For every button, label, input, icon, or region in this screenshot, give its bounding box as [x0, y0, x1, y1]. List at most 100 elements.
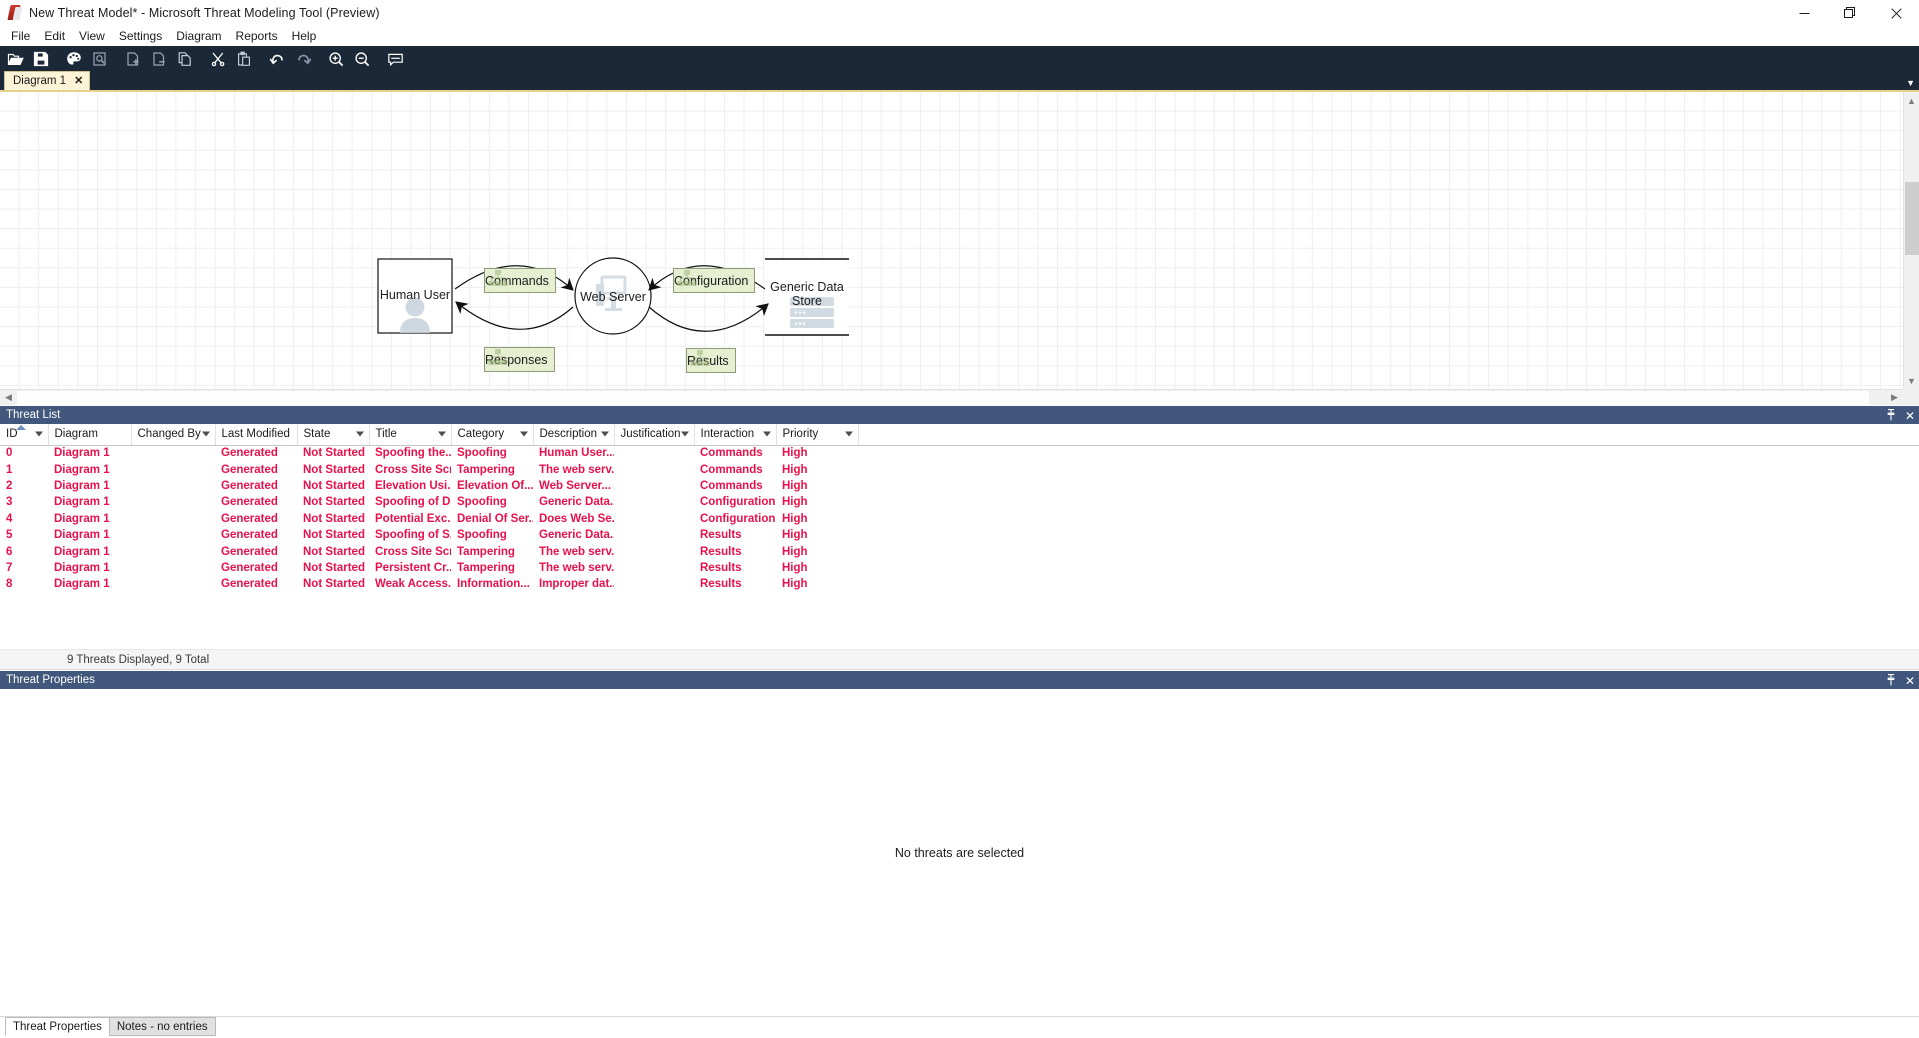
flow-label-responses[interactable]: Responses — [484, 347, 555, 372]
canvas-horizontal-scrollbar[interactable]: ◀ ▶ — [0, 389, 1903, 405]
save-icon[interactable] — [29, 47, 53, 71]
flow-line-commands — [454, 265, 574, 291]
threat-list-panel: ID Diagram Changed By Last Modified Stat… — [0, 424, 1919, 670]
undo-icon[interactable] — [265, 47, 289, 71]
column-header-priority[interactable]: Priority — [776, 424, 859, 446]
column-header-diagram[interactable]: Diagram — [48, 424, 132, 446]
column-header-state[interactable]: State — [297, 424, 370, 446]
diagram-canvas-area[interactable]: Human User Web Server Generic Data Store… — [0, 92, 1919, 405]
column-header-filler — [858, 424, 1919, 446]
cell-diagram: Diagram 1 — [48, 510, 131, 527]
menu-edit[interactable]: Edit — [44, 28, 66, 43]
menu-diagram[interactable]: Diagram — [176, 28, 222, 43]
cell-diagram: Diagram 1 — [48, 477, 131, 495]
diagram-tab-label: Diagram 1 — [13, 75, 67, 87]
diagram-canvas[interactable]: Human User Web Server Generic Data Store… — [0, 92, 1903, 405]
close-button[interactable] — [1873, 0, 1919, 26]
cell-id: 4 — [0, 510, 48, 527]
scroll-up-arrow-icon[interactable]: ▲ — [1907, 95, 1916, 106]
menu-view[interactable]: View — [79, 28, 105, 43]
diagram-tab-diagram-1[interactable]: Diagram 1 ✕ — [4, 71, 91, 90]
cell-diagram: Diagram 1 — [48, 559, 131, 577]
cell-justification — [614, 461, 694, 478]
node-human-user — [377, 258, 453, 334]
menu-file[interactable]: File — [11, 28, 31, 43]
cut-icon[interactable] — [206, 47, 230, 71]
column-header-interaction[interactable]: Interaction — [694, 424, 777, 446]
pin-icon[interactable] — [1886, 408, 1896, 423]
filter-chevron-down-icon — [680, 431, 689, 437]
scroll-right-arrow-icon[interactable]: ▶ — [1891, 392, 1898, 402]
scroll-down-arrow-icon[interactable]: ▼ — [1907, 375, 1916, 386]
horizontal-scroll-thumb[interactable] — [17, 391, 1869, 405]
pin-icon[interactable] — [1886, 673, 1896, 688]
vertical-scroll-thumb[interactable] — [1904, 182, 1919, 255]
threat-table-head: ID Diagram Changed By Last Modified Stat… — [0, 424, 1919, 446]
cell-last_modified: Generated — [215, 543, 297, 560]
column-header-id[interactable]: ID — [0, 424, 49, 446]
cell-priority: High — [776, 510, 858, 527]
column-header-description[interactable]: Description — [533, 424, 615, 446]
cell-filler — [858, 576, 1919, 593]
cell-category: Denial Of Ser... — [451, 510, 533, 527]
cell-justification — [614, 543, 694, 560]
tab-overflow-chevron-down-icon[interactable]: ▼ — [1906, 78, 1915, 88]
cell-last_modified: Generated — [215, 576, 297, 593]
cell-diagram: Diagram 1 — [48, 543, 131, 560]
menu-reports[interactable]: Reports — [235, 28, 278, 43]
cell-title: Spoofing the... — [369, 445, 451, 462]
menu-help[interactable]: Help — [291, 28, 317, 43]
column-header-title[interactable]: Title — [369, 424, 452, 446]
zoom-in-icon[interactable] — [324, 47, 348, 71]
canvas-vertical-scrollbar[interactable]: ▲ ▼ — [1903, 92, 1919, 389]
column-header-last-modified[interactable]: Last Modified — [215, 424, 298, 446]
diagram-tab-close-icon[interactable]: ✕ — [74, 74, 84, 87]
flow-label-configuration[interactable]: Configuration — [673, 268, 756, 293]
tab-notes[interactable]: Notes - no entries — [108, 1017, 216, 1036]
maximize-button[interactable] — [1827, 0, 1873, 26]
copy-diagram-icon[interactable] — [173, 47, 197, 71]
report-preview-icon[interactable] — [88, 47, 112, 71]
column-header-changed-by[interactable]: Changed By — [131, 424, 216, 446]
column-header-category[interactable]: Category — [451, 424, 534, 446]
cell-category: Tampering — [451, 461, 533, 478]
node-web-server — [574, 257, 652, 335]
comment-icon[interactable] — [383, 47, 407, 71]
palette-icon[interactable] — [62, 47, 86, 71]
cell-filler — [858, 526, 1919, 544]
flow-label-commands[interactable]: Commands — [484, 268, 556, 293]
open-icon[interactable] — [3, 47, 27, 71]
filter-chevron-down-icon — [355, 431, 364, 437]
cell-state: Not Started — [297, 543, 369, 560]
scroll-left-arrow-icon[interactable]: ◀ — [5, 392, 12, 402]
close-icon[interactable]: ✕ — [1904, 408, 1915, 423]
cell-id: 7 — [0, 559, 48, 577]
threat-list-scroll[interactable]: ID Diagram Changed By Last Modified Stat… — [0, 424, 1919, 649]
threat-properties-tab-strip: Threat Properties Notes - no entries — [0, 1016, 1919, 1038]
redo-icon[interactable] — [291, 47, 315, 71]
add-diagram-icon[interactable] — [121, 47, 145, 71]
flow-label-results[interactable]: Results — [686, 348, 736, 373]
process-tree-icon — [690, 350, 710, 366]
cell-priority: High — [776, 576, 858, 593]
paste-icon[interactable] — [232, 47, 256, 71]
minimize-button[interactable] — [1781, 0, 1827, 26]
menu-settings[interactable]: Settings — [118, 28, 163, 43]
column-header-justification[interactable]: Justification — [614, 424, 695, 446]
cell-diagram: Diagram 1 — [48, 461, 131, 478]
tab-threat-properties[interactable]: Threat Properties — [5, 1017, 110, 1036]
remove-diagram-icon[interactable] — [147, 47, 171, 71]
zoom-out-icon[interactable] — [350, 47, 374, 71]
cell-state: Not Started — [297, 494, 369, 511]
close-icon[interactable]: ✕ — [1904, 673, 1915, 688]
cell-state: Not Started — [297, 576, 369, 593]
